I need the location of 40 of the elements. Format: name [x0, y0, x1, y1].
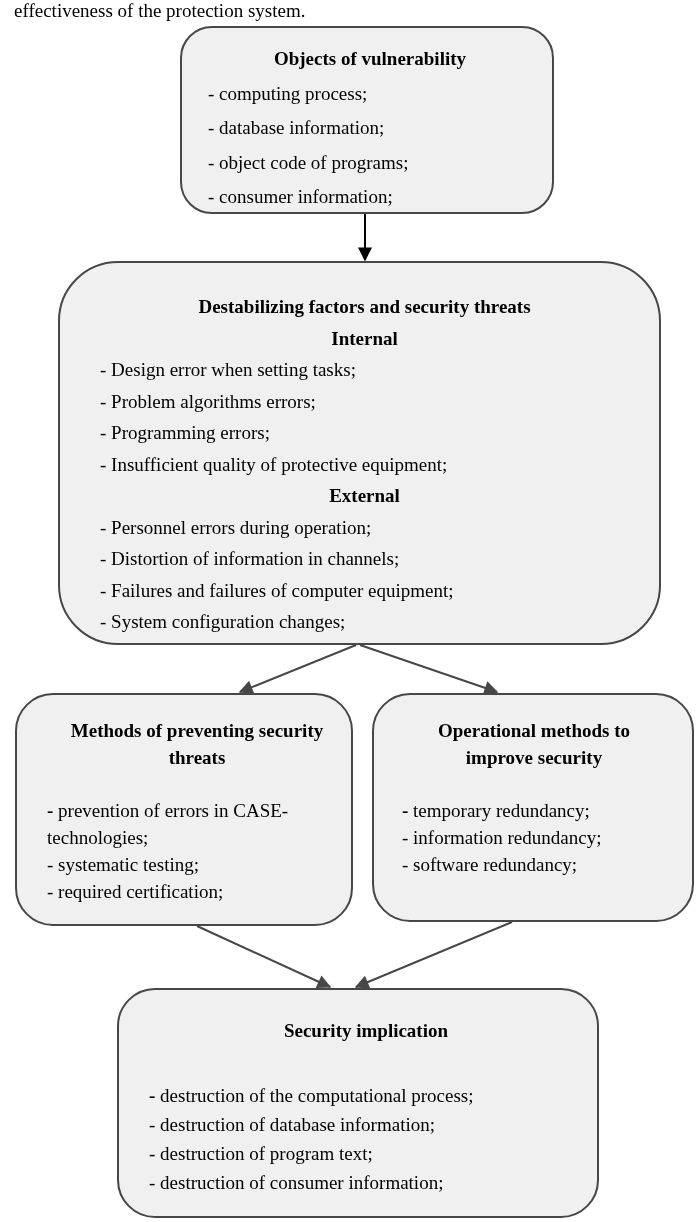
list-item: - destruction of consumer information; — [149, 1171, 445, 1195]
arrow — [359, 644, 499, 695]
list-item: - database information; — [208, 116, 386, 140]
list-item: - destruction of database information; — [149, 1113, 436, 1137]
list-item: - destruction of the computational process; — [149, 1084, 475, 1108]
arrow — [354, 921, 513, 989]
section-heading: External — [328, 484, 401, 508]
list-item: - Problem algorithms errors; — [100, 389, 317, 414]
list-item: - Personnel errors during operation; — [100, 515, 373, 540]
list-item: - Design error when setting tasks; — [100, 358, 357, 382]
list-item: - Failures and failures of computer equipment; — [100, 578, 455, 603]
arrow — [196, 925, 332, 989]
arrow — [358, 213, 372, 262]
rounded-box — [117, 988, 599, 1218]
list-item: - prevention of errors in CASE-technologies; — [47, 799, 290, 850]
rounded-box — [58, 261, 661, 645]
list-item: - systematic testing; — [47, 853, 200, 877]
list-item: - Programming errors; — [100, 421, 271, 445]
list-item: - computing process; — [208, 81, 369, 106]
list-item: - object code of programs; — [208, 150, 410, 175]
text-fragment: effectiveness of the protection system. — [14, 0, 306, 22]
rounded-box — [180, 26, 554, 214]
rounded-box — [372, 693, 694, 922]
list-item: - System configuration changes; — [100, 610, 347, 634]
list-item: - consumer information; — [208, 185, 394, 209]
node-heading: Operational methods to improve security — [436, 719, 632, 770]
list-item: - Insufficient quality of protective equipment; — [100, 452, 449, 477]
list-item: - software redundancy; — [402, 853, 579, 877]
node-heading: Destabilizing factors and security threats — [197, 295, 532, 319]
list-item: - information redundancy; — [402, 826, 603, 850]
arrow — [238, 644, 357, 694]
list-item: - temporary redundancy; — [402, 799, 591, 823]
section-heading: Internal — [330, 326, 399, 351]
list-item: - Distortion of information in channels; — [100, 547, 401, 571]
node-heading: Methods of preventing security threats — [69, 719, 325, 770]
list-item: - required certification; — [47, 880, 225, 904]
rounded-box — [15, 693, 353, 926]
node-heading: Objects of vulnerability — [272, 47, 468, 71]
node-heading: Security implication — [282, 1019, 450, 1043]
list-item: - destruction of program text; — [149, 1142, 374, 1166]
